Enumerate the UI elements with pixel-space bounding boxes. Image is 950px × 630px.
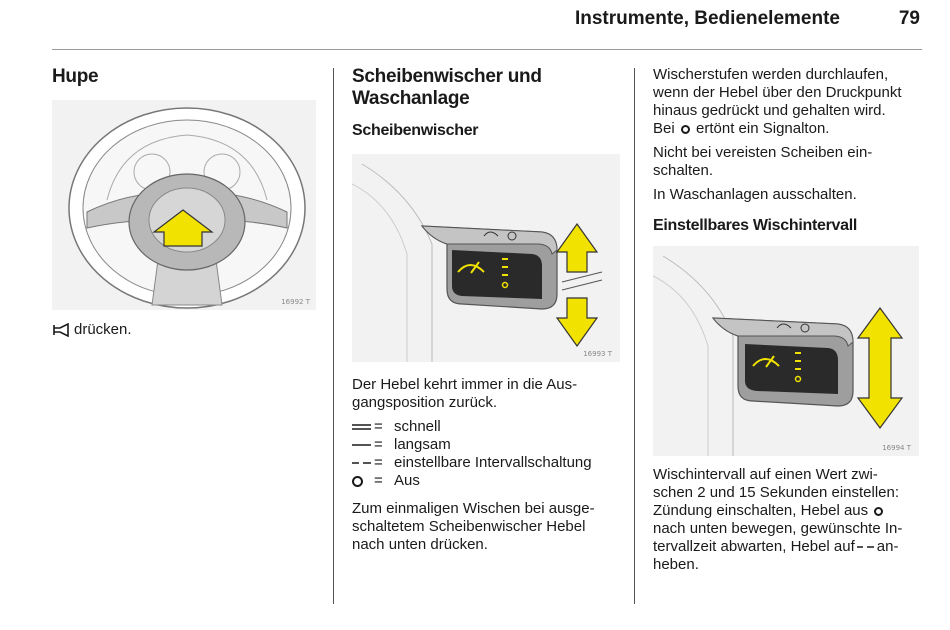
- p4-line6: heben.: [653, 556, 699, 573]
- p1-line4: Bei ertönt ein Signalton.: [653, 120, 830, 137]
- legend-row-fast: = schnell: [352, 418, 627, 436]
- heading-hupe: Hupe: [52, 66, 99, 87]
- legend-label: Aus: [394, 472, 420, 489]
- p1-line1: Wischerstufen werden durchlaufen,: [653, 66, 889, 83]
- figure-number: 16992 T: [281, 298, 310, 306]
- legend-label: einstellbare Intervallschaltung: [394, 454, 592, 471]
- horn-icon: [53, 323, 69, 337]
- page-number: 79: [898, 8, 920, 29]
- column-divider-1: [333, 68, 334, 604]
- p4-line1: Wischintervall auf einen Wert zwi-: [653, 466, 878, 483]
- ring-icon: [874, 506, 884, 516]
- p4-line2: schen 2 und 15 Sekunden einstellen:: [653, 484, 900, 501]
- figure-number: 16994 T: [882, 444, 911, 452]
- double-line-icon: [352, 422, 374, 432]
- interval-lever-illustration: [652, 255, 904, 456]
- column-hupe: Hupe: [52, 66, 322, 88]
- p4-line3: Zündung einschalten, Hebel aus: [653, 502, 933, 520]
- interval-description: Wischintervall auf einen Wert zwi- schen…: [653, 466, 933, 574]
- wiper-lever-illustration: [351, 163, 603, 362]
- p2-line2: schalten.: [653, 162, 714, 179]
- ring-icon: [352, 475, 374, 487]
- ring-icon: [680, 124, 690, 134]
- heading-wiper-line2: Waschanlage: [352, 88, 470, 109]
- figure-steering-wheel: 16992 T: [52, 100, 316, 310]
- legend-row-slow: = langsam: [352, 436, 627, 454]
- wiper-description: Der Hebel kehrt immer in die Aus- gangsp…: [352, 376, 627, 554]
- dashed-line-icon: [856, 546, 874, 548]
- para2-line1: Zum einmaligen Wischen bei ausge-: [352, 500, 595, 517]
- subheading-wiper: Scheibenwischer: [352, 122, 479, 139]
- horn-instruction-text: drücken.: [74, 321, 132, 338]
- p4-line4: nach unten bewegen, gewünschte In-: [653, 520, 903, 537]
- single-line-icon: [352, 440, 374, 450]
- legend-row-interval: = einstellbare Intervallschaltung: [352, 454, 627, 472]
- section-title: Instrumente, Bedienelemente: [574, 8, 840, 29]
- legend-label: schnell: [394, 418, 441, 435]
- p3: In Waschanlagen ausschalten.: [653, 186, 857, 203]
- p2-line1: Nicht bei vereisten Scheiben ein-: [653, 144, 873, 161]
- subheading-interval: Einstellbares Wischintervall: [653, 217, 857, 234]
- heading-wiper-line1: Scheibenwischer und: [352, 66, 542, 87]
- figure-interval-lever: 16994 T: [652, 246, 919, 456]
- p1-line3: hinaus gedrückt und gehalten wird.: [653, 102, 886, 119]
- column-scheibenwischer: Scheibenwischer und Waschanlage Scheiben…: [352, 66, 622, 141]
- para2-line3: nach unten drücken.: [352, 536, 488, 553]
- para1-line2: gangsposition zurück.: [352, 394, 498, 411]
- legend-row-off: = Aus: [352, 472, 627, 490]
- wiper-legend: = schnell = langsam = einstellbare Inter…: [352, 418, 627, 490]
- p1-line2: wenn der Hebel über den Druckpunkt: [653, 84, 902, 101]
- figure-number: 16993 T: [583, 350, 612, 358]
- para2-line2: schaltetem Scheibenwischer Hebel: [352, 518, 586, 535]
- para1-line1: Der Hebel kehrt immer in die Aus-: [352, 376, 578, 393]
- header-divider: [52, 49, 922, 50]
- column-divider-2: [634, 68, 635, 604]
- steering-wheel-illustration: [68, 107, 306, 309]
- figure-wiper-lever: 16993 T: [351, 154, 620, 362]
- legend-label: langsam: [394, 436, 451, 453]
- dashed-line-icon: [352, 458, 374, 468]
- column-intervall: Wischerstufen werden durchlaufen, wenn d…: [653, 66, 928, 236]
- horn-instruction: drücken.: [52, 321, 132, 339]
